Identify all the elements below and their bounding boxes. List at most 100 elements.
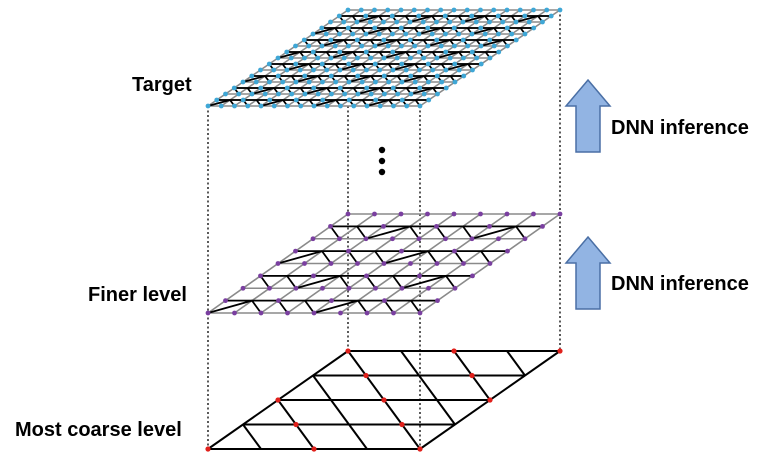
mesh-node bbox=[496, 49, 502, 55]
mesh-node bbox=[465, 43, 471, 49]
mesh-edge bbox=[401, 423, 421, 450]
mesh-node bbox=[540, 223, 545, 229]
mesh-node bbox=[390, 31, 395, 37]
mesh-node bbox=[434, 55, 440, 61]
mesh-edge bbox=[251, 300, 262, 314]
mesh-node bbox=[399, 43, 404, 49]
up-arrow-shape bbox=[564, 78, 612, 153]
mesh-node bbox=[469, 31, 475, 37]
mesh-node bbox=[504, 25, 510, 31]
mesh-node bbox=[289, 91, 295, 97]
mesh-node bbox=[464, 7, 470, 13]
mesh-node bbox=[284, 67, 290, 73]
mesh-node bbox=[311, 446, 317, 452]
mesh-node bbox=[275, 55, 281, 61]
mesh-node bbox=[408, 91, 414, 97]
mesh-node bbox=[337, 85, 343, 91]
mesh-node bbox=[496, 31, 501, 37]
mesh-node bbox=[407, 37, 413, 43]
mesh-node bbox=[337, 236, 342, 242]
mesh-node bbox=[478, 61, 484, 67]
mesh-node bbox=[354, 37, 360, 43]
mesh-node bbox=[399, 285, 405, 291]
mesh-edge bbox=[383, 250, 429, 265]
mesh-node bbox=[416, 31, 422, 37]
mesh-node bbox=[223, 91, 228, 97]
mesh-node bbox=[329, 298, 334, 304]
mesh-node bbox=[451, 7, 457, 13]
mesh-node bbox=[381, 19, 386, 25]
mesh-edge bbox=[471, 225, 517, 240]
mesh-node bbox=[443, 236, 448, 242]
mesh-node bbox=[500, 19, 506, 25]
mesh-edge bbox=[427, 39, 451, 47]
mesh-node bbox=[443, 49, 449, 55]
mesh-node bbox=[438, 43, 444, 49]
mesh-node bbox=[517, 7, 523, 13]
mesh-node bbox=[474, 55, 480, 61]
mesh-node bbox=[381, 261, 387, 266]
mesh-node bbox=[372, 61, 378, 67]
mesh-node bbox=[456, 67, 462, 73]
mesh-node bbox=[478, 25, 484, 31]
mesh-node bbox=[338, 310, 343, 316]
mesh-node bbox=[319, 61, 325, 67]
mesh-node bbox=[311, 310, 317, 316]
mesh-node bbox=[443, 31, 448, 37]
mesh-node bbox=[548, 13, 554, 19]
mesh-edge bbox=[260, 99, 284, 107]
mesh-node bbox=[505, 43, 510, 49]
mesh-node bbox=[540, 19, 545, 25]
mesh-node bbox=[487, 261, 493, 266]
mesh-edge bbox=[277, 300, 289, 314]
mesh-edge bbox=[436, 399, 456, 426]
mesh-node bbox=[328, 73, 334, 79]
mesh-edge bbox=[304, 300, 315, 314]
mesh-node bbox=[526, 19, 532, 25]
mesh-node bbox=[412, 79, 418, 85]
mesh-node bbox=[408, 55, 413, 61]
mesh-edge bbox=[321, 250, 332, 265]
mesh-node bbox=[417, 273, 422, 279]
mesh-node bbox=[341, 55, 347, 61]
mesh-node bbox=[509, 31, 515, 37]
mesh-node bbox=[487, 55, 493, 61]
mesh-node bbox=[284, 49, 290, 55]
mesh-node bbox=[469, 236, 475, 242]
mesh-node bbox=[223, 298, 228, 304]
mesh-node bbox=[324, 67, 330, 73]
mesh-edge bbox=[347, 250, 359, 265]
mesh-edge bbox=[392, 63, 416, 71]
mesh-node bbox=[394, 19, 400, 25]
mesh-edge bbox=[259, 275, 271, 289]
mesh-node bbox=[231, 85, 237, 91]
mesh-node bbox=[214, 97, 220, 103]
mesh-edge bbox=[401, 75, 425, 83]
mesh-edge bbox=[462, 15, 486, 23]
mesh-node bbox=[411, 7, 417, 13]
mesh-edge bbox=[357, 300, 368, 314]
mesh-node bbox=[328, 223, 333, 229]
mesh-node bbox=[522, 13, 528, 19]
ellipsis-dot bbox=[378, 168, 386, 176]
mesh-edge bbox=[312, 374, 332, 401]
mesh-node bbox=[447, 55, 453, 61]
mesh-edge bbox=[347, 350, 367, 377]
mesh-node bbox=[306, 79, 312, 85]
mesh-node bbox=[302, 55, 307, 61]
mesh-node bbox=[319, 25, 325, 31]
mesh-node bbox=[271, 67, 277, 73]
mesh-node bbox=[425, 211, 430, 217]
mesh-edge bbox=[365, 27, 389, 35]
mesh-edge bbox=[445, 275, 456, 289]
ellipsis-dot bbox=[378, 157, 386, 165]
mesh-node bbox=[395, 91, 401, 97]
mesh-node bbox=[522, 31, 528, 37]
mesh-edge bbox=[383, 300, 395, 314]
mesh-node bbox=[363, 13, 369, 19]
mesh-node bbox=[377, 103, 383, 109]
mesh-node bbox=[205, 103, 211, 109]
mesh-node bbox=[426, 97, 432, 103]
mesh-edge bbox=[242, 75, 266, 83]
mesh-node bbox=[478, 211, 483, 217]
